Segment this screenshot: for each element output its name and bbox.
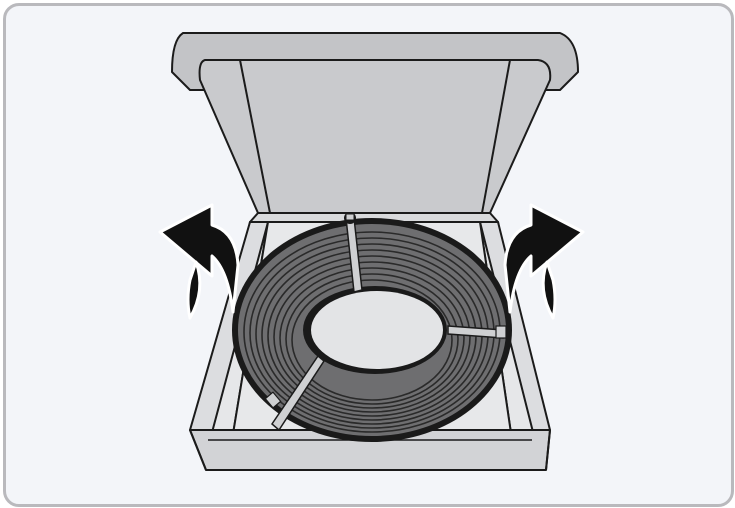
box-lid xyxy=(172,33,578,213)
